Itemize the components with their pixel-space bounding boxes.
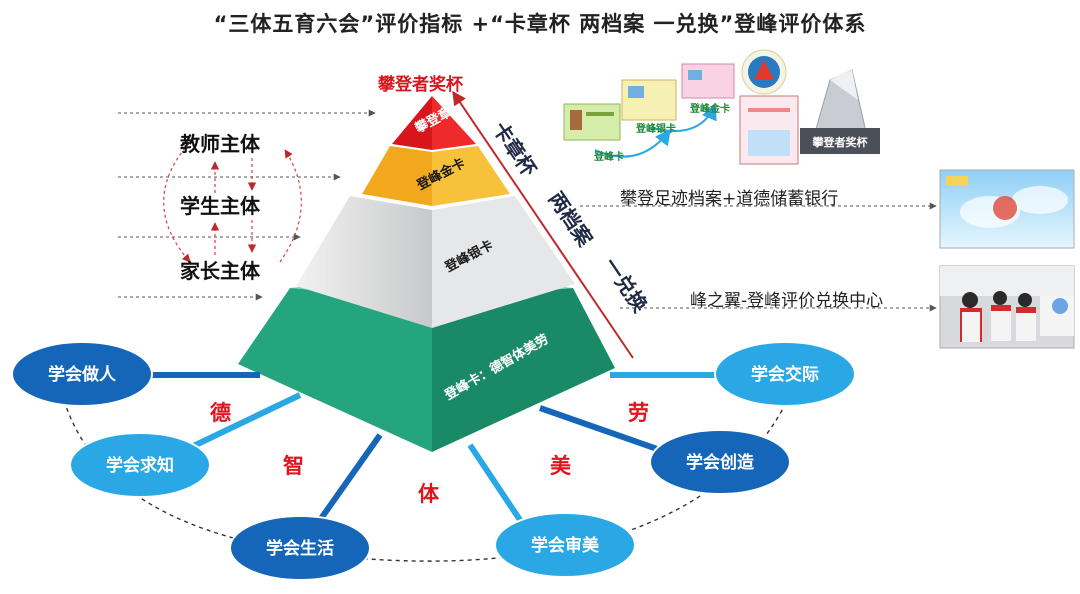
tier-red-right-face	[432, 96, 476, 150]
tier-gold-left-face	[362, 146, 432, 206]
connector-5	[539, 405, 661, 453]
tier-silver-left-face	[296, 196, 432, 328]
ascend-arrow	[452, 90, 634, 359]
svg-text:学会生活: 学会生活	[266, 538, 334, 559]
archive-text: 攀登足迹档案+道德储蓄银行	[620, 189, 839, 209]
ability-oval-learn-to-socialize: 学会交际	[714, 341, 856, 407]
svg-text:学会创造: 学会创造	[686, 452, 755, 473]
svg-text:攀登者奖杯: 攀登者奖杯	[812, 135, 869, 149]
card-label-basic: 登峰卡	[593, 150, 624, 163]
connector-4	[467, 443, 523, 522]
tier-red-left-face	[392, 96, 432, 150]
svg-text:学会审美: 学会审美	[531, 535, 600, 556]
connector-3	[317, 433, 383, 522]
pyramid-top-label: 攀登者奖杯	[378, 75, 463, 95]
archive-photo	[939, 169, 1075, 249]
ability-oval-learn-to-know: 学会求知	[69, 432, 211, 498]
card-label-silver: 登峰银卡	[635, 122, 676, 135]
svg-text:学会交际: 学会交际	[751, 364, 819, 385]
diagonal-label-archives: 两档案	[544, 187, 598, 251]
diagonal-label-cards: 卡章杯	[488, 117, 541, 180]
card-image-gold	[681, 63, 735, 99]
tier-base-right-face	[432, 288, 615, 452]
subject-cycle-right	[279, 149, 302, 263]
svg-text:学会求知: 学会求知	[106, 455, 174, 476]
subject-teacher: 教师主体	[180, 132, 260, 156]
exchange-center-photo	[939, 265, 1075, 349]
virtue-intellect: 智	[283, 454, 304, 478]
tier-silver-right-face	[432, 196, 575, 328]
virtue-physical: 体	[418, 482, 439, 506]
tier-base-left-face	[238, 288, 432, 452]
connector-2	[183, 392, 302, 453]
ability-oval-learn-to-create: 学会创造	[649, 429, 791, 495]
card-illustrations: 攀登者奖杯 登峰卡 登峰银卡 登峰金卡	[563, 49, 880, 165]
subject-cycle-left	[163, 147, 191, 263]
trophy-plaque	[800, 128, 880, 154]
tier-gold-right-face	[432, 146, 510, 206]
exchange-text: 峰之翼-登峰评价兑换中心	[690, 291, 884, 311]
subject-parent: 家长主体	[180, 259, 260, 283]
virtue-moral: 德	[210, 401, 231, 425]
subject-student: 学生主体	[180, 194, 260, 218]
ability-oval-learn-to-live: 学会生活	[229, 515, 371, 581]
page-title: “三体五育六会”评价指标 +“卡章杯 两档案 一兑换”登峰评价体系	[213, 12, 867, 36]
card-label-gold: 登峰金卡	[689, 102, 730, 115]
svg-text:学会做人: 学会做人	[48, 364, 117, 385]
virtue-aesthetic: 美	[550, 454, 571, 478]
ability-oval-learn-aesthetics: 学会审美	[494, 512, 636, 578]
virtue-labor: 劳	[628, 401, 649, 425]
ability-oval-learn-to-be: 学会做人	[11, 341, 153, 407]
